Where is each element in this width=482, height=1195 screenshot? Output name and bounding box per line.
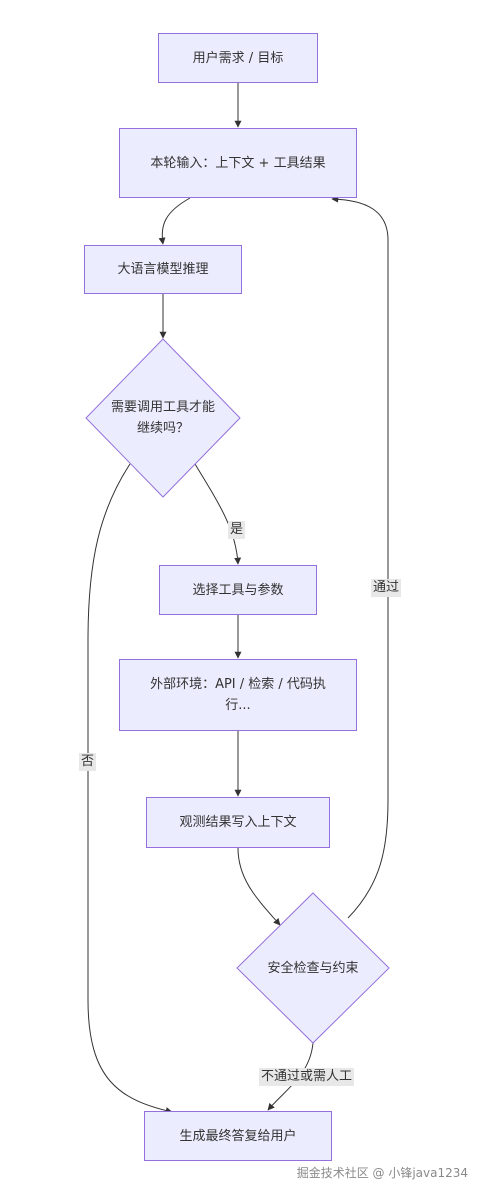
node-external-label: 外部环境：API / 检索 / 代码执行... bbox=[150, 677, 326, 713]
node-select-tool: 选择工具与参数 bbox=[159, 565, 317, 615]
node-need-tool-label: 需要调用工具才能继续吗？ bbox=[111, 400, 216, 436]
node-goal: 用户需求 / 目标 bbox=[158, 33, 318, 83]
node-llm-label: 大语言模型推理 bbox=[117, 262, 209, 277]
node-input-label: 本轮输入：上下文 + 工具结果 bbox=[150, 155, 326, 171]
edge-label-no: 否 bbox=[79, 753, 97, 771]
edge-label-pass: 通过 bbox=[371, 579, 402, 597]
node-observe: 观测结果写入上下文 bbox=[146, 797, 330, 848]
node-observe-label: 观测结果写入上下文 bbox=[179, 815, 297, 830]
node-llm: 大语言模型推理 bbox=[84, 245, 242, 294]
node-answer: 生成最终答复给用户 bbox=[144, 1111, 332, 1161]
node-select-tool-label: 选择工具与参数 bbox=[192, 582, 284, 598]
node-safety: 安全检查与约束 bbox=[253, 956, 373, 980]
node-answer-label: 生成最终答复给用户 bbox=[179, 1128, 297, 1144]
edge-label-fail: 不通过或需人工 bbox=[259, 1068, 355, 1086]
decision-diamond bbox=[85, 338, 241, 498]
edge-input-llm bbox=[158, 197, 191, 245]
node-safety-label: 安全检查与约束 bbox=[267, 960, 359, 976]
edge-decision-answer bbox=[87, 463, 173, 1114]
edge-safety-input bbox=[331, 195, 389, 919]
node-need-tool: 需要调用工具才能继续吗？ bbox=[111, 388, 215, 448]
edge-label-yes: 是 bbox=[228, 521, 246, 539]
node-goal-label: 用户需求 / 目标 bbox=[192, 50, 284, 66]
watermark: 掘金技术社区 @ 小锋java1234 bbox=[296, 1166, 468, 1180]
safety-diamond bbox=[236, 892, 390, 1044]
edge-observe-safety bbox=[237, 847, 281, 926]
node-input: 本轮输入：上下文 + 工具结果 bbox=[119, 128, 357, 198]
edge-decision-select bbox=[194, 463, 242, 565]
node-external: 外部环境：API / 检索 / 代码执行... bbox=[119, 659, 357, 731]
